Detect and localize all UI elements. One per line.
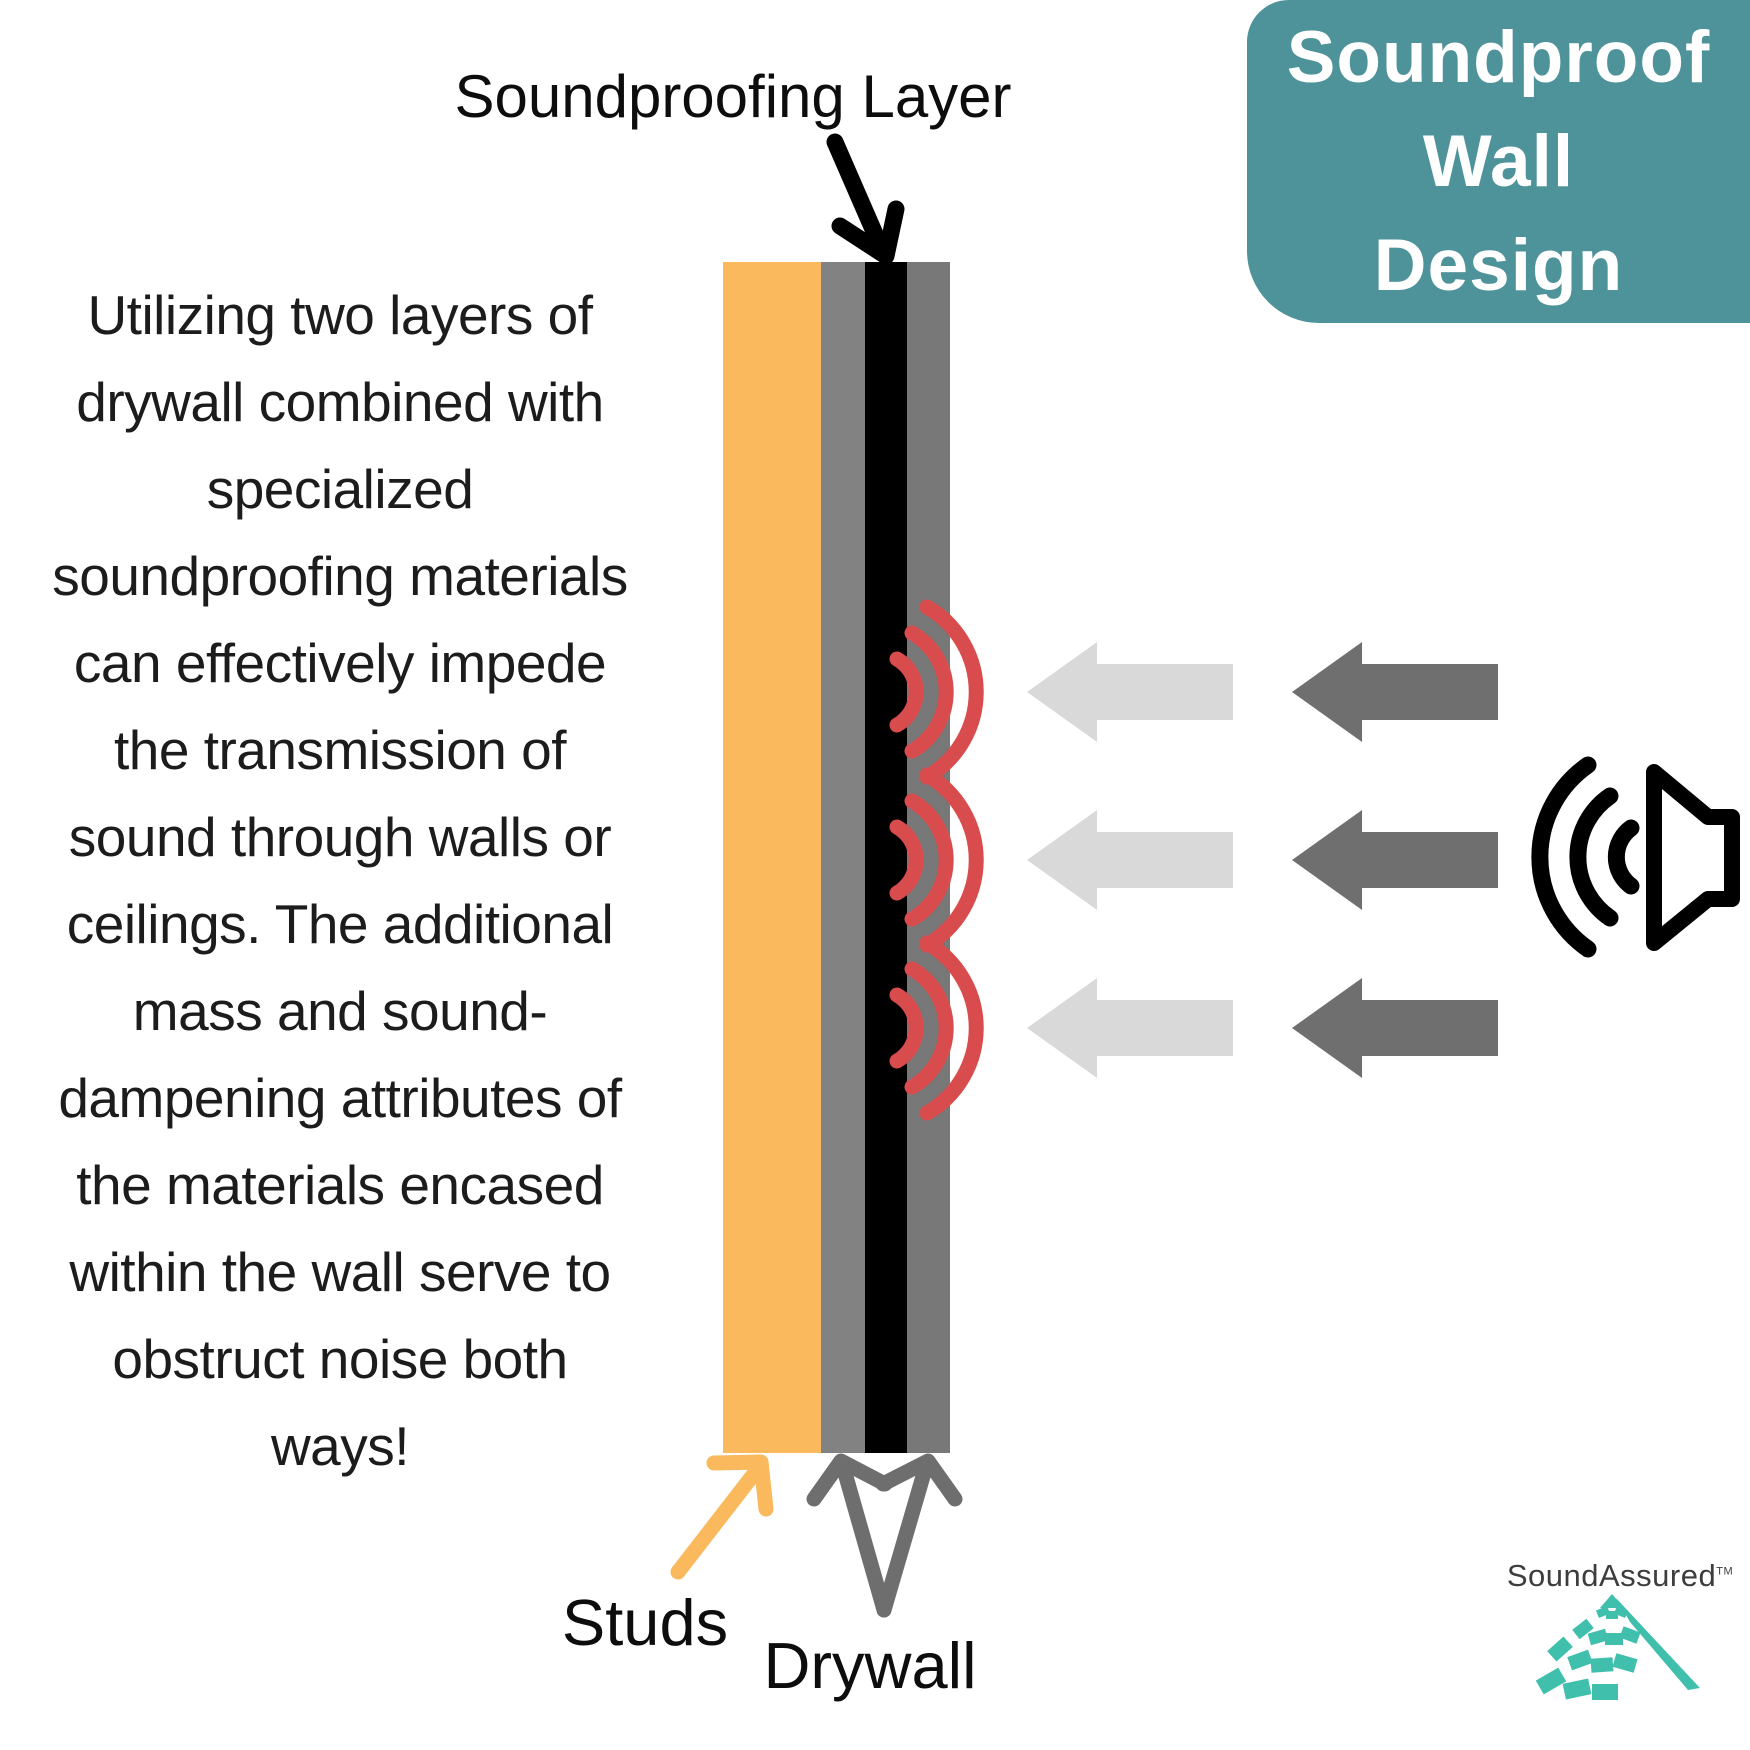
studs-arrow-icon [670, 1454, 774, 1580]
drywall-layer-inner [821, 262, 865, 1453]
blocked-sound-arrow [1027, 642, 1233, 742]
incoming-sound-arrow [1292, 642, 1498, 742]
brand-name: SoundAssured [1506, 1558, 1717, 1593]
trademark-symbol: TM [1716, 1565, 1734, 1578]
drywall-label: Drywall [763, 1629, 977, 1702]
studs-label: Studs [561, 1586, 729, 1659]
soundproofing-layer-label: Soundproofing Layer [454, 63, 1012, 130]
stud-layer [723, 262, 821, 1453]
drywall-arrows-icon [806, 1453, 963, 1618]
blocked-sound-arrow [1027, 978, 1233, 1078]
blocked-sound-arrow [1027, 810, 1233, 910]
page-title: Soundproof Wall Design [1286, 16, 1711, 306]
incoming-sound-arrow [1292, 978, 1498, 1078]
soundproofing-layer [865, 262, 907, 1453]
brand-wordmark: SoundAssuredTM [1495, 1558, 1745, 1594]
incoming-sound-arrow [1292, 810, 1498, 910]
drywall-layer-outer [907, 262, 950, 1453]
header-badge: Soundproof Wall Design [1247, 0, 1750, 323]
description-paragraph: Utilizing two layers of drywall combined… [52, 284, 628, 1477]
